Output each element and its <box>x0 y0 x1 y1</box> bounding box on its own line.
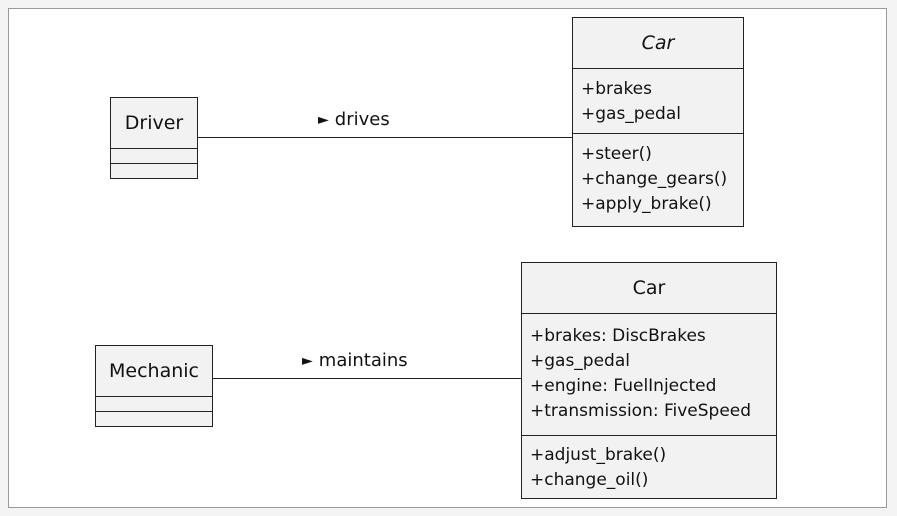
driver-class-box: Driver <box>110 97 198 179</box>
driver-class-name: Driver <box>124 112 184 134</box>
operation: +adjust_brake() <box>530 445 667 465</box>
car-attributes-section: +brakes +gas_pedal <box>573 68 743 133</box>
mechanic-attributes-section <box>96 396 212 411</box>
attribute: +brakes: DiscBrakes <box>530 326 706 346</box>
car-operations-section: +steer() +change_gears() +apply_brake() <box>573 133 743 225</box>
attribute: +gas_pedal <box>581 104 681 124</box>
drives-association-label: ► drives <box>318 109 390 130</box>
operation: +change_oil() <box>530 470 649 490</box>
mechanic-class-name: Mechanic <box>109 360 199 382</box>
attribute: +brakes <box>581 79 652 99</box>
maintains-association-line <box>213 378 521 379</box>
association-label-text: maintains <box>318 350 408 371</box>
operation: +steer() <box>581 144 652 164</box>
attribute: +engine: FuelInjected <box>530 376 717 396</box>
car-abstract-class-box: Car +brakes +gas_pedal +steer() +change_… <box>572 17 744 227</box>
mechanic-class-box: Mechanic <box>95 345 213 427</box>
mechanic-operations-section <box>96 411 212 425</box>
drives-association-line <box>198 137 572 138</box>
operation: +change_gears() <box>581 169 728 189</box>
car-concrete-class-box: Car +brakes: DiscBrakes +gas_pedal +engi… <box>521 262 777 499</box>
operation: +apply_brake() <box>581 194 712 214</box>
car-attributes-section: +brakes: DiscBrakes +gas_pedal +engine: … <box>522 313 776 435</box>
association-label-text: drives <box>334 109 390 130</box>
car-operations-section: +adjust_brake() +change_oil() <box>522 435 776 497</box>
direction-arrow-icon: ► <box>302 353 313 369</box>
driver-operations-section <box>111 163 197 177</box>
direction-arrow-icon: ► <box>318 112 329 128</box>
car-class-name: Car <box>641 32 675 54</box>
attribute: +transmission: FiveSpeed <box>530 401 752 421</box>
maintains-association-label: ► maintains <box>302 350 408 371</box>
driver-attributes-section <box>111 148 197 163</box>
attribute: +gas_pedal <box>530 351 630 371</box>
car-class-name: Car <box>632 277 666 299</box>
